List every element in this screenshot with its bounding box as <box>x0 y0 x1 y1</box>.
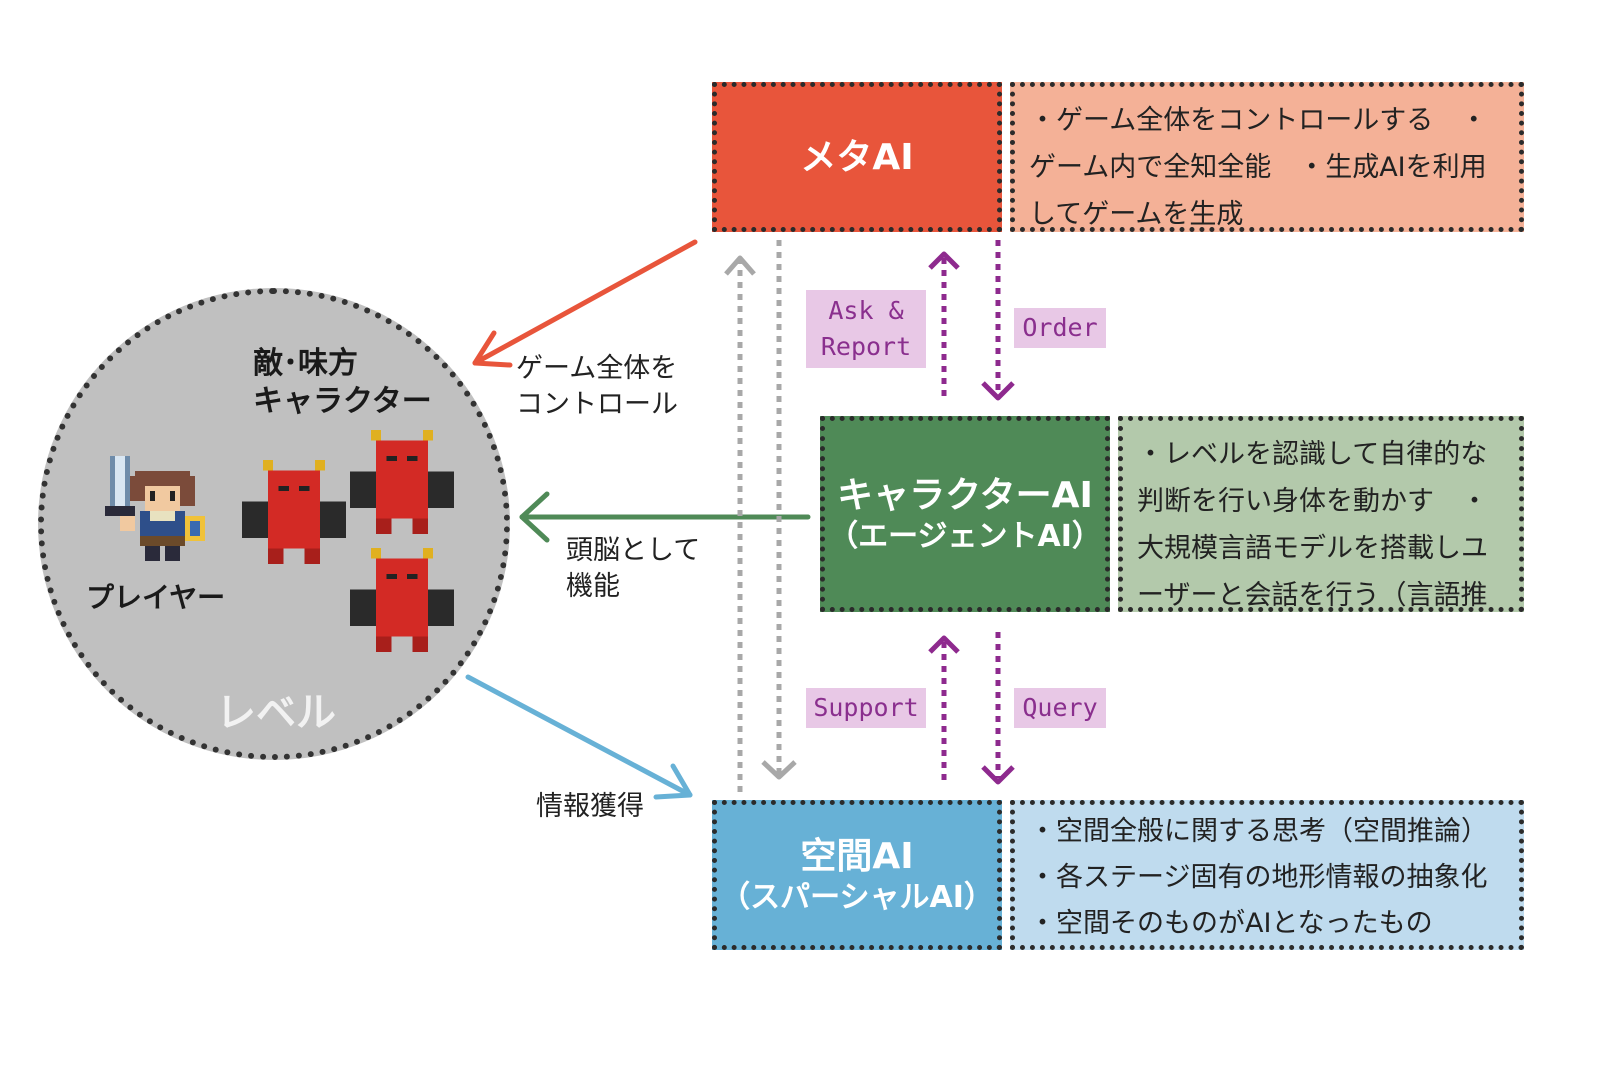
meta-ai-box: メタAI <box>712 82 1002 232</box>
meta-ai-title: メタAI <box>800 136 914 178</box>
spatial-ai-description: ・空間全般に関する思考（空間推論） ・各ステージ固有の地形情報の抽象化 ・空間そ… <box>1010 800 1524 950</box>
ask-report-label-line1: Ask & <box>828 296 904 325</box>
spatial-ai-item: ・空間そのものがAIとなったもの <box>1029 908 1433 939</box>
edge-label-character-line2: 機能 <box>566 571 620 602</box>
character-ai-box: キャラクターAI （エージェントAI） <box>820 416 1110 612</box>
ask-report-label-line2: Report <box>820 332 912 361</box>
edge-label-meta-line2: コントロール <box>516 389 678 420</box>
edge-label-meta-line1: ゲーム全体を <box>516 353 678 384</box>
arrow-query <box>981 632 1015 785</box>
arrow-level-to-spatial <box>465 674 693 800</box>
enemy-ally-label-line2: キャラクター <box>253 384 432 419</box>
player-sprite-icon <box>105 456 205 561</box>
arrow-meta-spatial-gray <box>724 240 797 792</box>
character-ai-title: キャラクターAI <box>837 474 1093 516</box>
demon-sprite-3-icon <box>350 548 454 652</box>
level-label: レベル <box>216 690 336 736</box>
enemy-ally-label-line1: 敵･味方 <box>253 346 358 381</box>
arrow-support <box>928 635 960 786</box>
spatial-ai-box: 空間AI （スパーシャルAI） <box>712 800 1002 950</box>
ask-report-label: Ask & Report <box>806 290 926 368</box>
arrow-meta-to-level <box>472 239 698 368</box>
edge-label-character-line1: 頭脳として <box>566 535 701 566</box>
order-label: Order <box>1014 308 1106 348</box>
spatial-ai-title: 空間AI <box>800 835 914 877</box>
spatial-ai-item: ・各ステージ固有の地形情報の抽象化 <box>1029 862 1488 893</box>
spatial-ai-item: ・空間全般に関する思考（空間推論） <box>1029 816 1488 847</box>
arrow-character-to-level <box>519 491 811 543</box>
demon-sprite-1-icon <box>242 460 346 564</box>
query-label: Query <box>1014 688 1106 728</box>
support-label: Support <box>806 688 926 728</box>
edge-label-spatial: 情報獲得 <box>536 791 644 822</box>
character-ai-description: ・レベルを認識して自律的な判断を行い身体を動かす ・大規模言語モデルを搭載しユー… <box>1118 416 1524 612</box>
spatial-ai-subtitle: （スパーシャルAI） <box>720 879 994 915</box>
arrow-ask-report <box>928 251 960 402</box>
character-ai-subtitle: （エージェントAI） <box>828 518 1102 554</box>
level-circle <box>38 288 510 760</box>
player-label: プレイヤー <box>86 581 226 614</box>
demon-sprite-2-icon <box>350 430 454 534</box>
meta-ai-description: ・ゲーム全体をコントロールする ・ゲーム内で全知全能 ・生成AIを利用してゲーム… <box>1010 82 1524 232</box>
arrow-order <box>981 240 1015 401</box>
